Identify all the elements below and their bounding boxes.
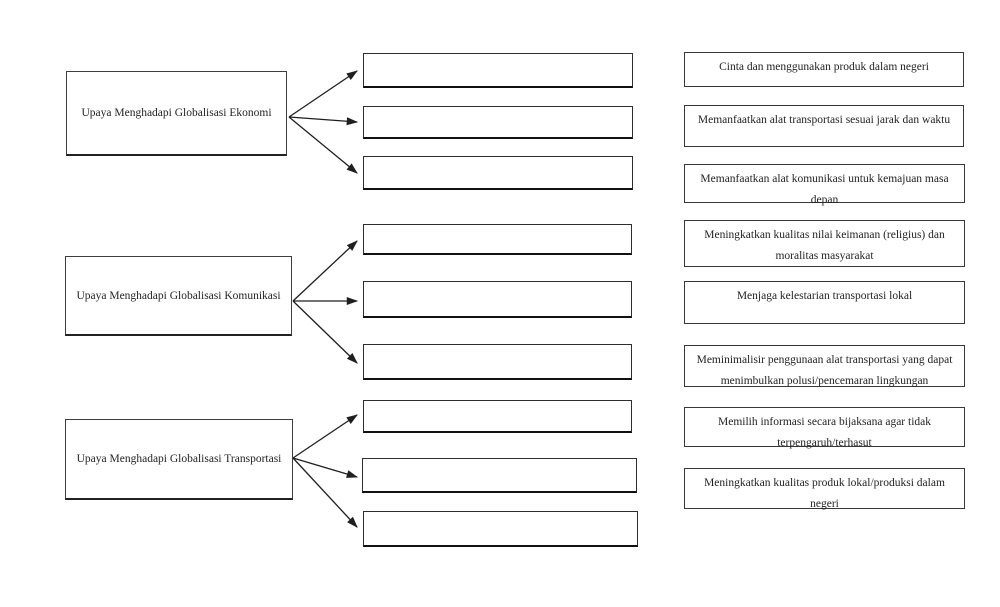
option-box-4-label-line2: moralitas masyarakat [775, 250, 874, 262]
option-box-7-label-line2: terpengaruh/terhasut [777, 437, 872, 449]
option-box-2[interactable]: Memanfaatkan alat transportasi sesuai ja… [684, 105, 964, 147]
option-box-6[interactable]: Meminimalisir penggunaan alat transporta… [684, 345, 965, 387]
option-box-4-label: Meningkatkan kualitas nilai keimanan (re… [704, 229, 945, 241]
source-box-ekonomi-label: Upaya Menghadapi Globalisasi Ekonomi [81, 107, 272, 119]
answer-slot-4[interactable] [363, 224, 632, 255]
answer-slot-1[interactable] [363, 53, 633, 88]
option-box-2-label: Memanfaatkan alat transportasi sesuai ja… [697, 114, 951, 126]
arrow-group-komunikasi [292, 240, 359, 364]
option-box-3-label-line2: depan [810, 194, 839, 206]
option-box-5-label: Menjaga kelestarian transportasi lokal [736, 290, 913, 302]
arrow-group-transportasi [292, 414, 359, 528]
option-box-3[interactable]: Memanfaatkan alat komunikasi untuk kemaj… [684, 164, 965, 206]
option-box-7[interactable]: Memilih informasi secara bijaksana agar … [684, 407, 965, 449]
option-box-8-label: Meningkatkan kualitas produk lokal/produ… [704, 477, 945, 489]
arrow-group-ekonomi [288, 70, 359, 174]
answer-slot-2[interactable] [363, 106, 633, 139]
option-box-7-label: Memilih informasi secara bijaksana agar … [718, 416, 931, 428]
option-box-6-label: Meminimalisir penggunaan alat transporta… [696, 354, 953, 366]
option-box-3-label: Memanfaatkan alat komunikasi untuk kemaj… [700, 173, 949, 185]
answer-slot-5[interactable] [363, 281, 632, 318]
source-box-komunikasi-label: Upaya Menghadapi Globalisasi Komunikasi [76, 289, 281, 302]
answer-slot-6[interactable] [363, 344, 632, 380]
option-box-8[interactable]: Meningkatkan kualitas produk lokal/produ… [684, 468, 965, 510]
source-box-komunikasi: Upaya Menghadapi Globalisasi Komunikasi [65, 256, 292, 336]
source-box-ekonomi: Upaya Menghadapi Globalisasi Ekonomi [66, 71, 287, 156]
option-box-6-label-line2: menimbulkan polusi/pencemaran lingkungan [720, 375, 929, 387]
answer-slot-3[interactable] [363, 156, 633, 190]
answer-slot-7[interactable] [363, 400, 632, 433]
source-box-transportasi-label: Upaya Menghadapi Globalisasi Transportas… [76, 453, 282, 465]
answer-slot-8[interactable] [362, 458, 637, 493]
option-box-8-label-line2: negeri [810, 498, 839, 510]
option-box-1-label: Cinta dan menggunakan produk dalam neger… [719, 61, 929, 73]
source-box-transportasi: Upaya Menghadapi Globalisasi Transportas… [65, 419, 293, 500]
answer-slot-9[interactable] [363, 511, 638, 547]
option-box-5[interactable]: Menjaga kelestarian transportasi lokal [684, 281, 965, 324]
option-box-1[interactable]: Cinta dan menggunakan produk dalam neger… [684, 52, 964, 87]
option-box-4[interactable]: Meningkatkan kualitas nilai keimanan (re… [684, 220, 965, 267]
